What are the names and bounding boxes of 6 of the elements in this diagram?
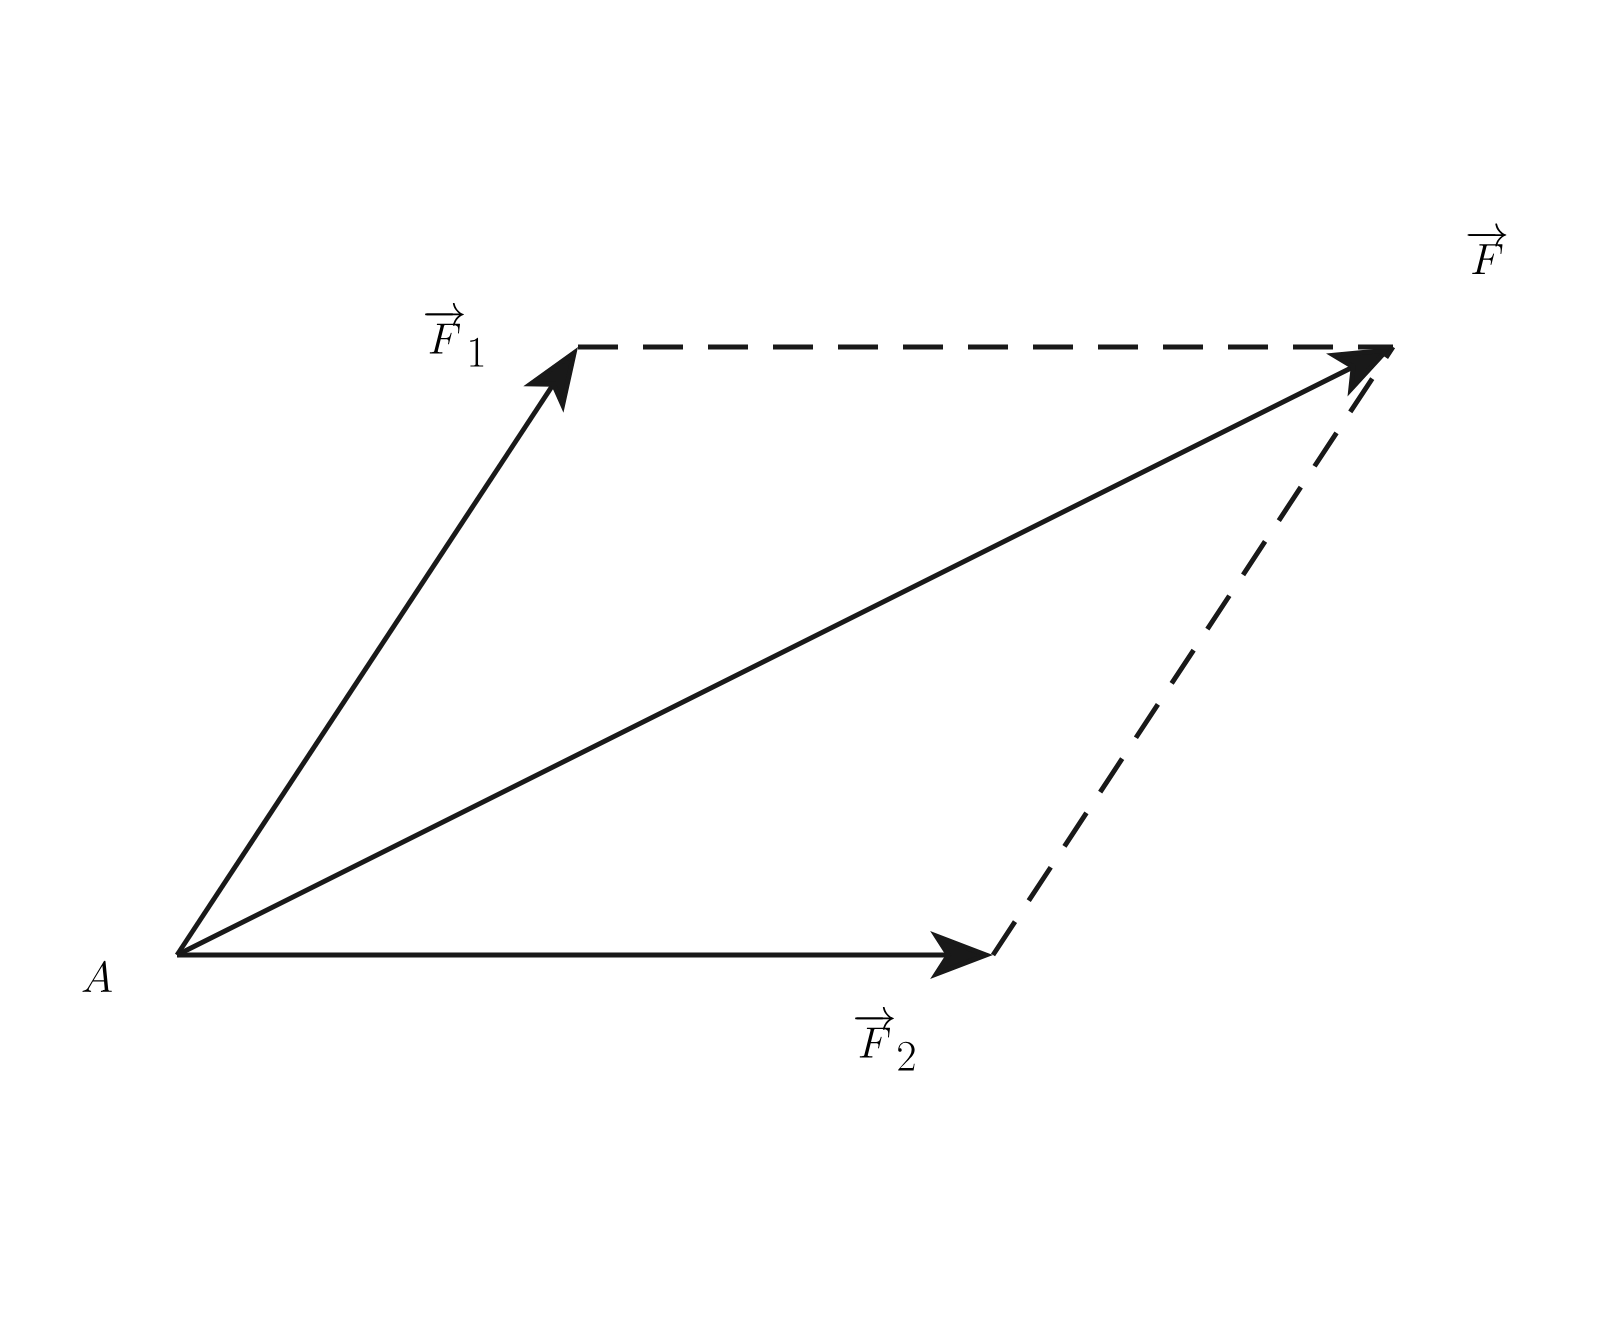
dashed-line: [578, 344, 1393, 350]
vector-label: $\overrightarrow{F}_{2}$: [855, 1007, 915, 1071]
dashed-line: [990, 345, 1396, 957]
vector-label: $\overrightarrow{F}$: [1467, 223, 1507, 275]
vector-label: $A$: [82, 960, 112, 992]
vector-label: $\overrightarrow{F}_{1}$: [425, 303, 484, 367]
